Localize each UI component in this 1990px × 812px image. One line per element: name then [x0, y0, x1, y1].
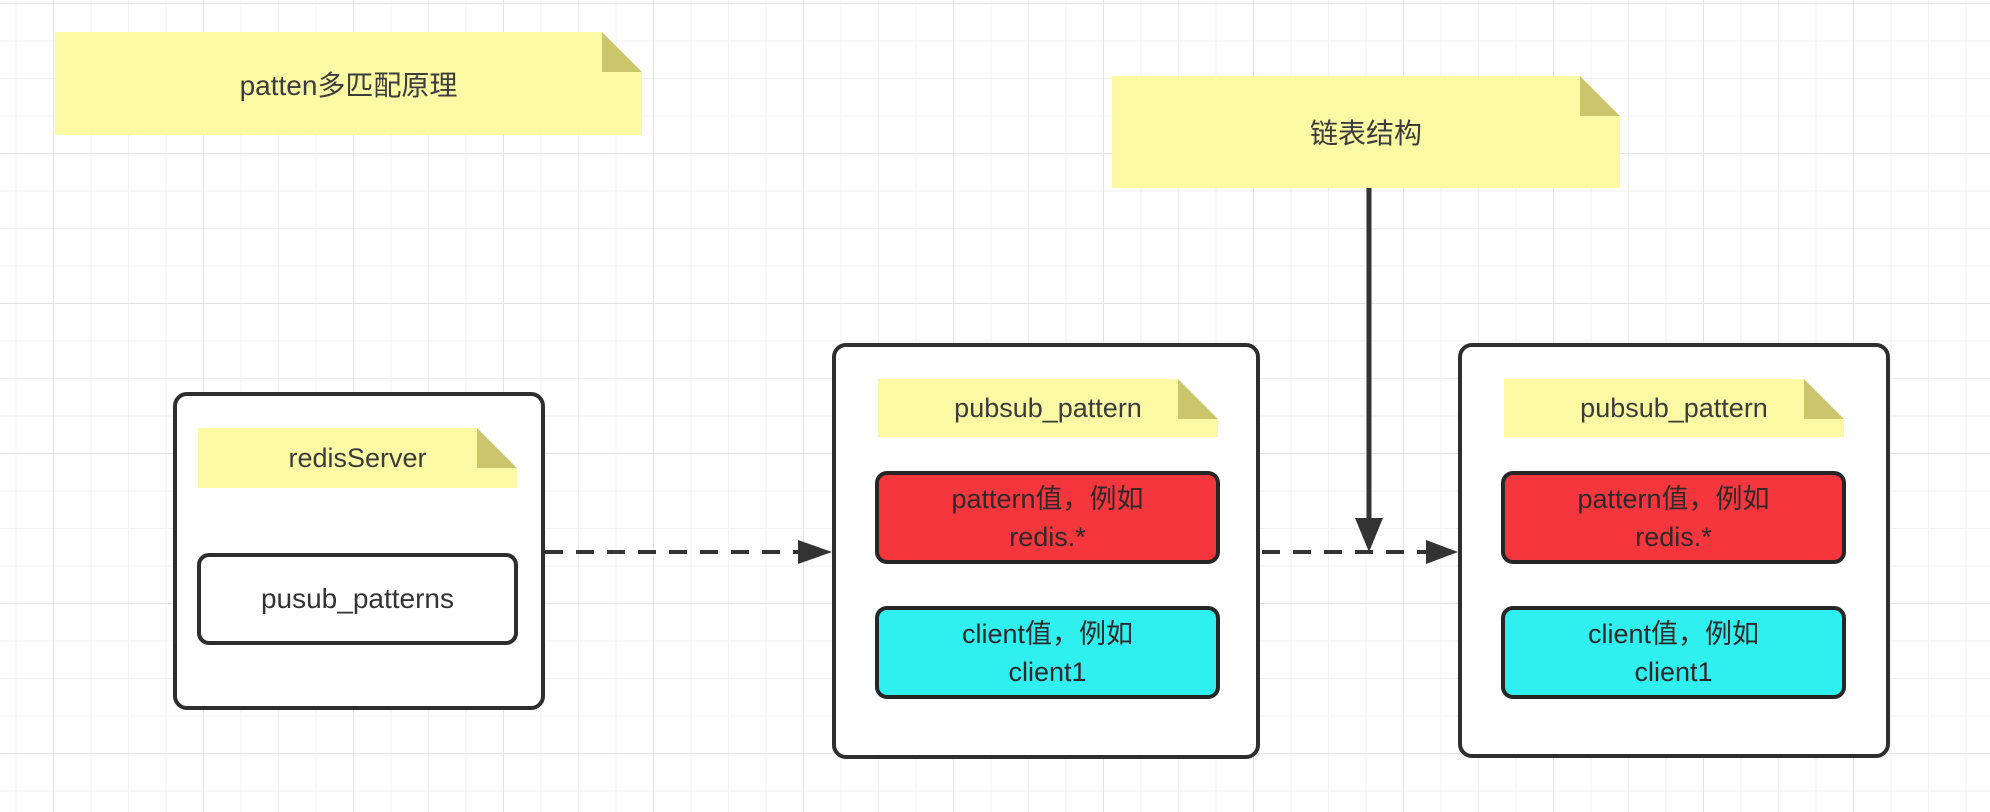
note-fold-icon	[1804, 379, 1844, 419]
client-value-line1: client值，例如	[961, 618, 1134, 649]
pattern-value-box[interactable]: pattern值，例如 redis.*	[875, 471, 1220, 564]
pattern-value-line2: redis.*	[1009, 521, 1086, 552]
pubsub-pattern-node-1[interactable]: pubsub_pattern pattern值，例如 redis.* clien…	[832, 343, 1260, 759]
pattern-value-line2: redis.*	[1635, 521, 1712, 552]
note-label: redisServer	[288, 442, 427, 473]
connector-linkedlist-note-to-link[interactable]	[1355, 188, 1383, 552]
arrowhead-right-icon	[1426, 540, 1458, 564]
redis-server-title-note[interactable]: redisServer	[198, 428, 517, 488]
note-label: 链表结构	[1309, 118, 1422, 149]
client-value-line2: client1	[1634, 656, 1713, 687]
arrowhead-right-icon	[798, 540, 832, 564]
redis-server-node[interactable]: redisServer pusub_patterns	[173, 392, 545, 710]
note-fold-icon	[602, 32, 642, 72]
client-value-box[interactable]: client值，例如 client1	[875, 606, 1220, 699]
note-fold-icon	[1580, 76, 1620, 116]
sticky-note-linked-list[interactable]: 链表结构	[1112, 76, 1620, 188]
client-value-line1: client值，例如	[1587, 618, 1760, 649]
pusub-patterns-box[interactable]: pusub_patterns	[197, 553, 518, 645]
connector-node1-to-node2[interactable]	[1262, 540, 1458, 564]
note-label: patten多匹配原理	[239, 69, 458, 101]
pubsub-pattern-node-2[interactable]: pubsub_pattern pattern值，例如 redis.* clien…	[1458, 343, 1890, 758]
note-label: pubsub_pattern	[1580, 392, 1768, 423]
sticky-note-title[interactable]: patten多匹配原理	[55, 32, 642, 135]
pubsub-pattern-title-note[interactable]: pubsub_pattern	[1504, 379, 1844, 437]
pubsub-pattern-title-note[interactable]: pubsub_pattern	[878, 379, 1218, 437]
note-fold-icon	[1178, 379, 1218, 419]
member-label: pusub_patterns	[260, 583, 455, 614]
arrowhead-down-icon	[1355, 518, 1383, 552]
pattern-value-line1: pattern值，例如	[951, 483, 1144, 514]
client-value-line2: client1	[1008, 656, 1087, 687]
note-label: pubsub_pattern	[954, 392, 1142, 423]
pattern-value-line1: pattern值，例如	[1577, 483, 1770, 514]
note-fold-icon	[477, 428, 517, 468]
pattern-value-box[interactable]: pattern值，例如 redis.*	[1501, 471, 1846, 564]
client-value-box[interactable]: client值，例如 client1	[1501, 606, 1846, 699]
connector-redisserver-to-node1[interactable]	[545, 540, 832, 564]
